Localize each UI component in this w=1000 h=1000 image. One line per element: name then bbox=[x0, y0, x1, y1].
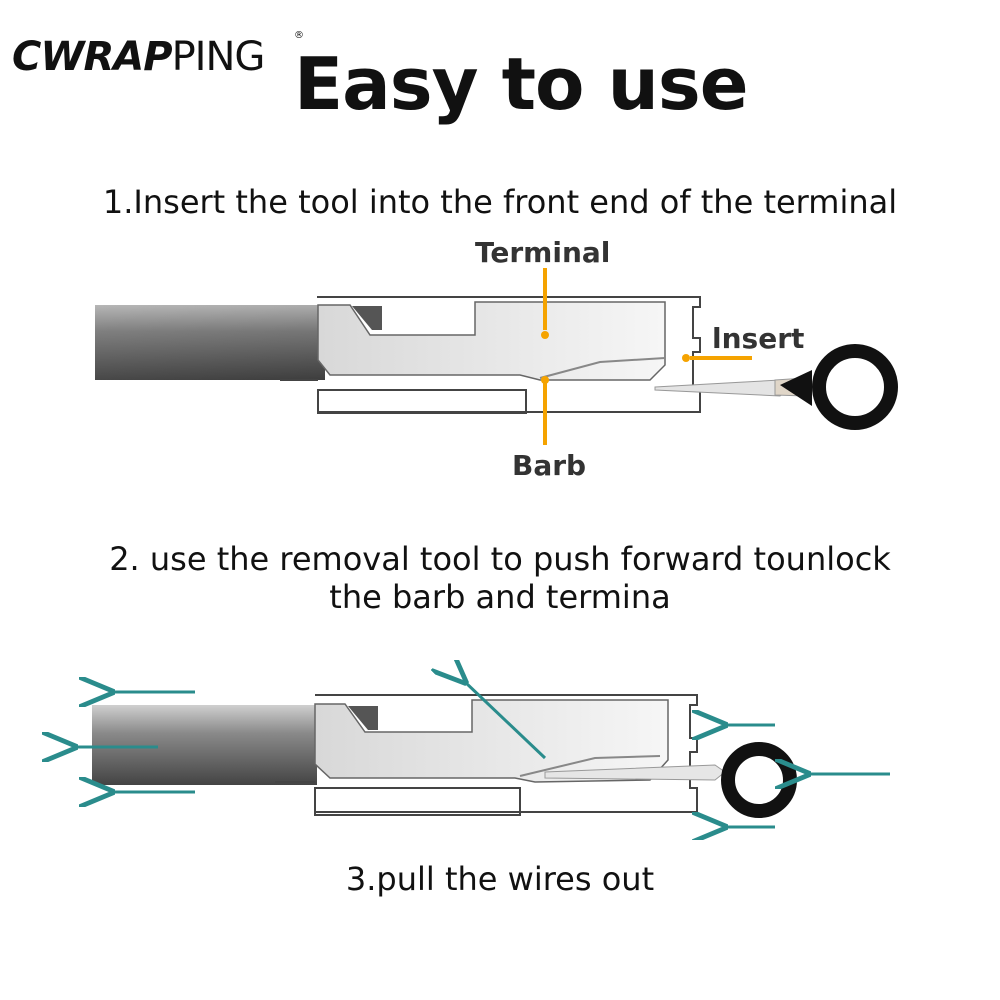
step-3-text: 3.pull the wires out bbox=[345, 860, 655, 898]
barb-lift-arrow bbox=[465, 682, 547, 760]
brand-logo-bold: CWRAP bbox=[12, 34, 173, 80]
step-2-line-1: 2. use the removal tool to push forward … bbox=[109, 540, 891, 578]
insert-diagram: Terminal lnsert Barb bbox=[95, 236, 898, 482]
terminal-crimp bbox=[348, 706, 378, 730]
brand-logo-light: PING bbox=[171, 34, 266, 80]
page-title: Easy to use bbox=[294, 42, 749, 126]
brand-logo: CWRAPPING ® bbox=[12, 30, 304, 90]
barb bbox=[519, 755, 661, 777]
terminal-crimp bbox=[352, 306, 382, 330]
barb bbox=[539, 357, 666, 379]
wire bbox=[92, 705, 317, 785]
brand-logo-text: CWRAPPING bbox=[12, 34, 266, 80]
registered-mark: ® bbox=[294, 30, 304, 41]
connector-housing bbox=[275, 694, 698, 816]
direction-arrows bbox=[75, 682, 890, 827]
barb-label: Barb bbox=[512, 449, 586, 482]
terminal bbox=[317, 301, 666, 381]
wire-shade bbox=[95, 305, 325, 380]
step-2-text: 2. use the removal tool to push forward … bbox=[0, 540, 1000, 616]
callout-lines bbox=[541, 268, 752, 445]
pull-out-diagram bbox=[0, 660, 890, 840]
step-2-line-2: the barb and termina bbox=[329, 578, 671, 616]
step-1-text: 1.Insert the tool into the front end of … bbox=[102, 183, 898, 221]
removal-tool bbox=[654, 344, 898, 430]
insert-label: lnsert bbox=[712, 322, 804, 355]
terminal-label: Terminal bbox=[475, 236, 610, 269]
